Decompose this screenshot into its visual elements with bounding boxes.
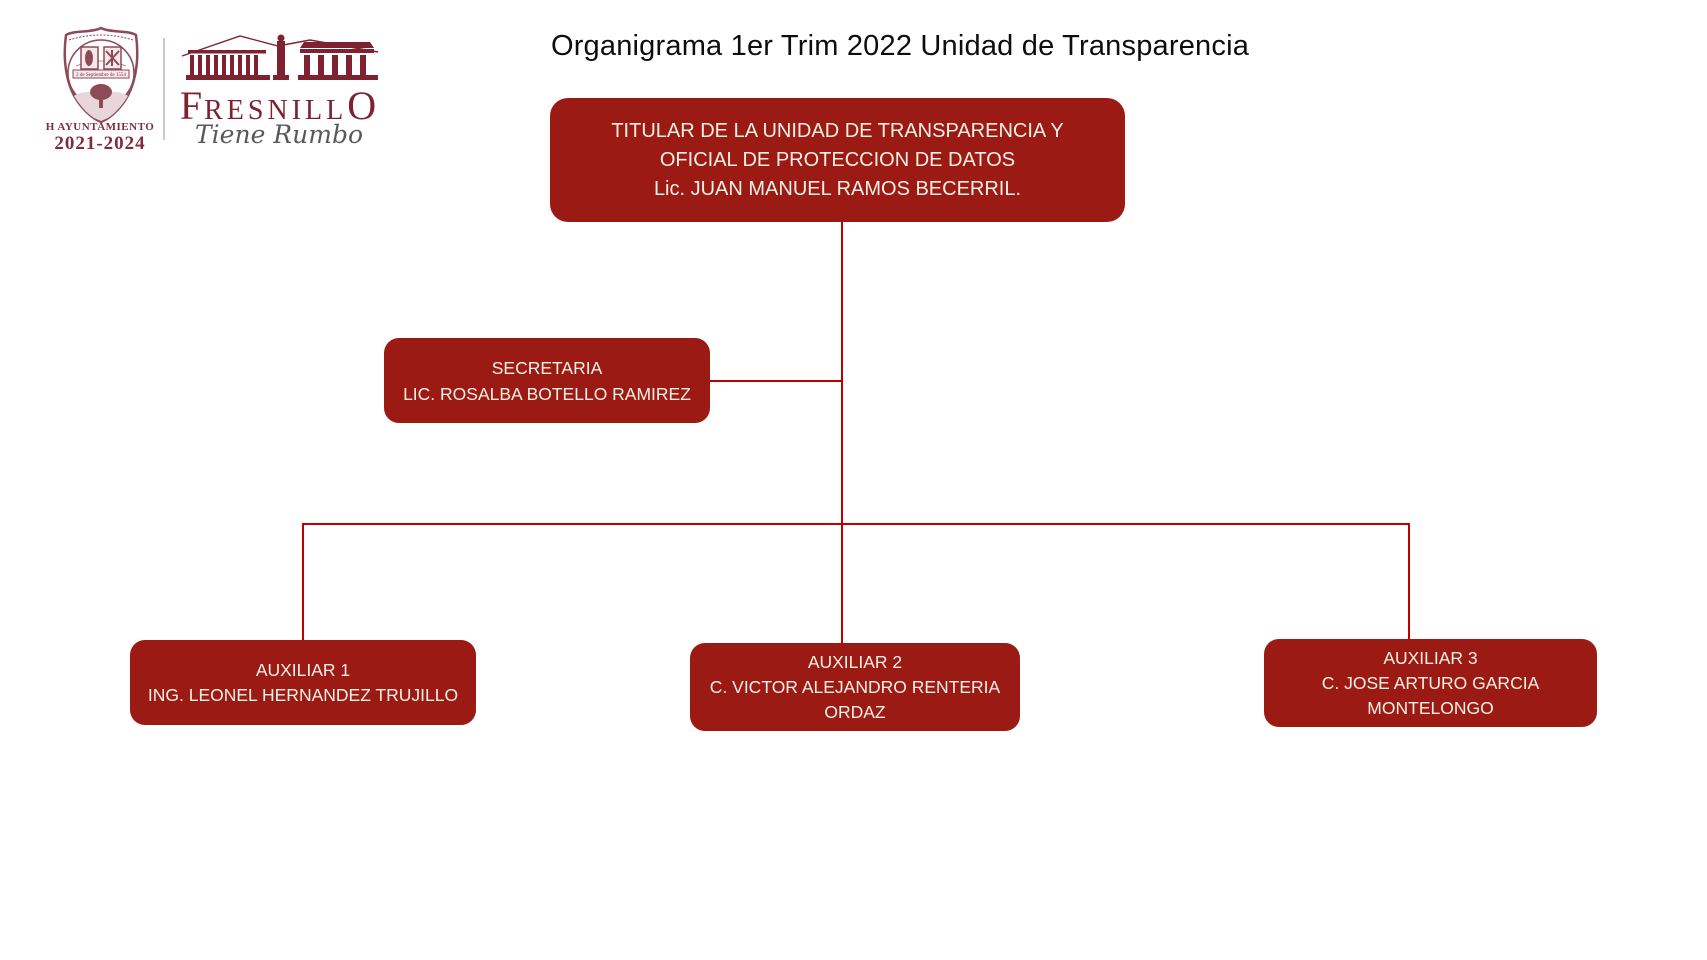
fresnillo-wordmark: FRESNILLO	[176, 82, 382, 129]
aux1-role: AUXILIAR 1	[255, 659, 351, 680]
titular-role-line1: TITULAR DE LA UNIDAD DE TRANSPARENCIA Y	[611, 119, 1064, 142]
monuments-icon	[181, 34, 379, 80]
wordmark-middle: RESNILL	[204, 95, 348, 126]
connector-secretaria	[710, 380, 841, 382]
org-node-secretaria: SECRETARIA LIC. ROSALBA BOTELLO RAMIREZ	[384, 338, 710, 423]
logo-divider	[163, 38, 165, 140]
aux3-role: AUXILIAR 3	[1383, 647, 1478, 668]
connector-drop-aux3	[1408, 523, 1410, 639]
shield-banner-text: 2 de Septiembre de 1554	[76, 73, 126, 78]
connector-drop-aux1	[302, 523, 304, 640]
aux2-role: AUXILIAR 2	[807, 651, 903, 672]
aux3-person-name-line2: MONTELONGO	[1367, 697, 1494, 718]
titular-role-line2: OFICIAL DE PROTECCION DE DATOS	[659, 148, 1016, 171]
aux3-person-name-line1: C. JOSE ARTURO GARCIA	[1321, 672, 1540, 693]
wordmark-final: O	[347, 83, 379, 128]
aux2-person-name-line1: C. VICTOR ALEJANDRO RENTERIA	[709, 676, 1001, 697]
org-node-titular: TITULAR DE LA UNIDAD DE TRANSPARENCIA Y …	[550, 98, 1125, 222]
tagline-tiene-rumbo: Tiene Rumbo	[195, 120, 363, 149]
secretaria-person-name: LIC. ROSALBA BOTELLO RAMIREZ	[403, 383, 691, 404]
org-node-auxiliar-3: AUXILIAR 3 C. JOSE ARTURO GARCIA MONTELO…	[1264, 639, 1597, 727]
aux2-person-name-line2: ORDAZ	[824, 701, 886, 722]
ayuntamiento-label: H AYUNTAMIENTO	[45, 121, 155, 133]
page-title: Organigrama 1er Trim 2022 Unidad de Tran…	[550, 30, 1250, 62]
term-years-label: 2021-2024	[54, 133, 146, 154]
aux1-person-name: ING. LEONEL HERNANDEZ TRUJILLO	[147, 684, 459, 705]
coat-of-arms-icon: 2 de Septiembre de 1554	[63, 26, 139, 124]
connector-horizontal-distribution	[302, 523, 1409, 525]
org-node-auxiliar-1: AUXILIAR 1 ING. LEONEL HERNANDEZ TRUJILL…	[130, 640, 476, 725]
connector-vertical-main	[841, 222, 843, 643]
titular-person-name: Lic. JUAN MANUEL RAMOS BECERRIL.	[653, 177, 1022, 200]
secretaria-role: SECRETARIA	[491, 357, 603, 378]
municipal-logo: 2 de Septiembre de 1554 H AYUNTAMIENTO 2…	[40, 20, 400, 170]
wordmark-initial: F	[179, 83, 205, 128]
org-node-auxiliar-2: AUXILIAR 2 C. VICTOR ALEJANDRO RENTERIA …	[690, 643, 1020, 731]
